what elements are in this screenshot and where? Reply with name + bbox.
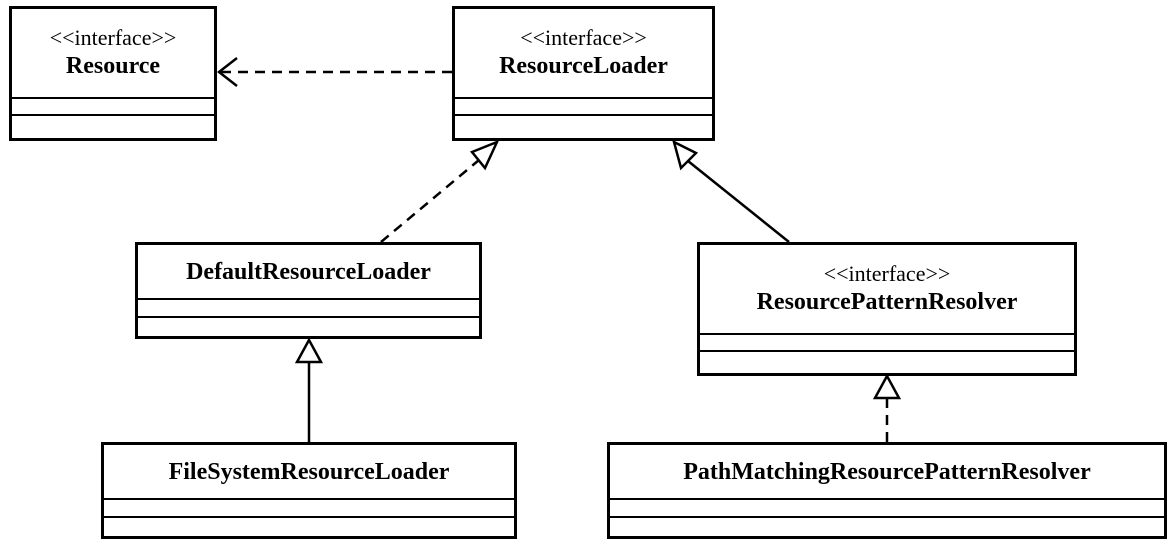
class-stereotype: <<interface>>	[49, 25, 177, 50]
class-name: PathMatchingResourcePatternResolver	[683, 458, 1091, 485]
class-resource-loader[interactable]: <<interface>> ResourceLoader	[452, 6, 715, 141]
class-stereotype: <<interface>>	[520, 25, 647, 50]
attributes-compartment	[610, 500, 1164, 518]
class-resource[interactable]: <<interface>> Resource	[9, 6, 217, 141]
class-file-system-resource-loader-header: FileSystemResourceLoader	[104, 445, 514, 500]
class-path-matching-resource-pattern-resolver-header: PathMatchingResourcePatternResolver	[610, 445, 1164, 500]
class-name: Resource	[65, 53, 161, 79]
class-stereotype: <<interface>>	[823, 261, 951, 286]
hollow-triangle-arrowhead-icon	[294, 337, 324, 364]
attributes-compartment	[104, 500, 514, 518]
attributes-compartment	[138, 300, 479, 318]
hollow-triangle-arrowhead-icon	[469, 139, 500, 171]
attributes-compartment	[700, 335, 1074, 352]
class-name: DefaultResourceLoader	[186, 258, 431, 285]
attributes-compartment	[12, 99, 214, 116]
class-resource-pattern-resolver-header: <<interface>> ResourcePatternResolver	[700, 245, 1074, 335]
attributes-compartment	[455, 99, 712, 116]
realization-defaultresourceloader-to-resourceloader	[380, 159, 480, 243]
class-path-matching-resource-pattern-resolver[interactable]: PathMatchingResourcePatternResolver	[607, 442, 1167, 539]
open-arrowhead-icon	[216, 57, 238, 87]
class-resource-loader-header: <<interface>> ResourceLoader	[455, 9, 712, 99]
class-resource-header: <<interface>> Resource	[12, 9, 214, 99]
generalization-resourcepatternresolver-to-resourceloader	[687, 160, 790, 243]
class-name: ResourceLoader	[499, 53, 668, 79]
class-default-resource-loader[interactable]: DefaultResourceLoader	[135, 242, 482, 339]
hollow-triangle-arrowhead-icon	[872, 373, 902, 400]
class-file-system-resource-loader[interactable]: FileSystemResourceLoader	[101, 442, 517, 539]
class-name: ResourcePatternResolver	[756, 289, 1018, 315]
class-default-resource-loader-header: DefaultResourceLoader	[138, 245, 479, 300]
hollow-triangle-arrowhead-icon	[672, 139, 699, 171]
class-resource-pattern-resolver[interactable]: <<interface>> ResourcePatternResolver	[697, 242, 1077, 376]
class-name: FileSystemResourceLoader	[168, 458, 450, 485]
